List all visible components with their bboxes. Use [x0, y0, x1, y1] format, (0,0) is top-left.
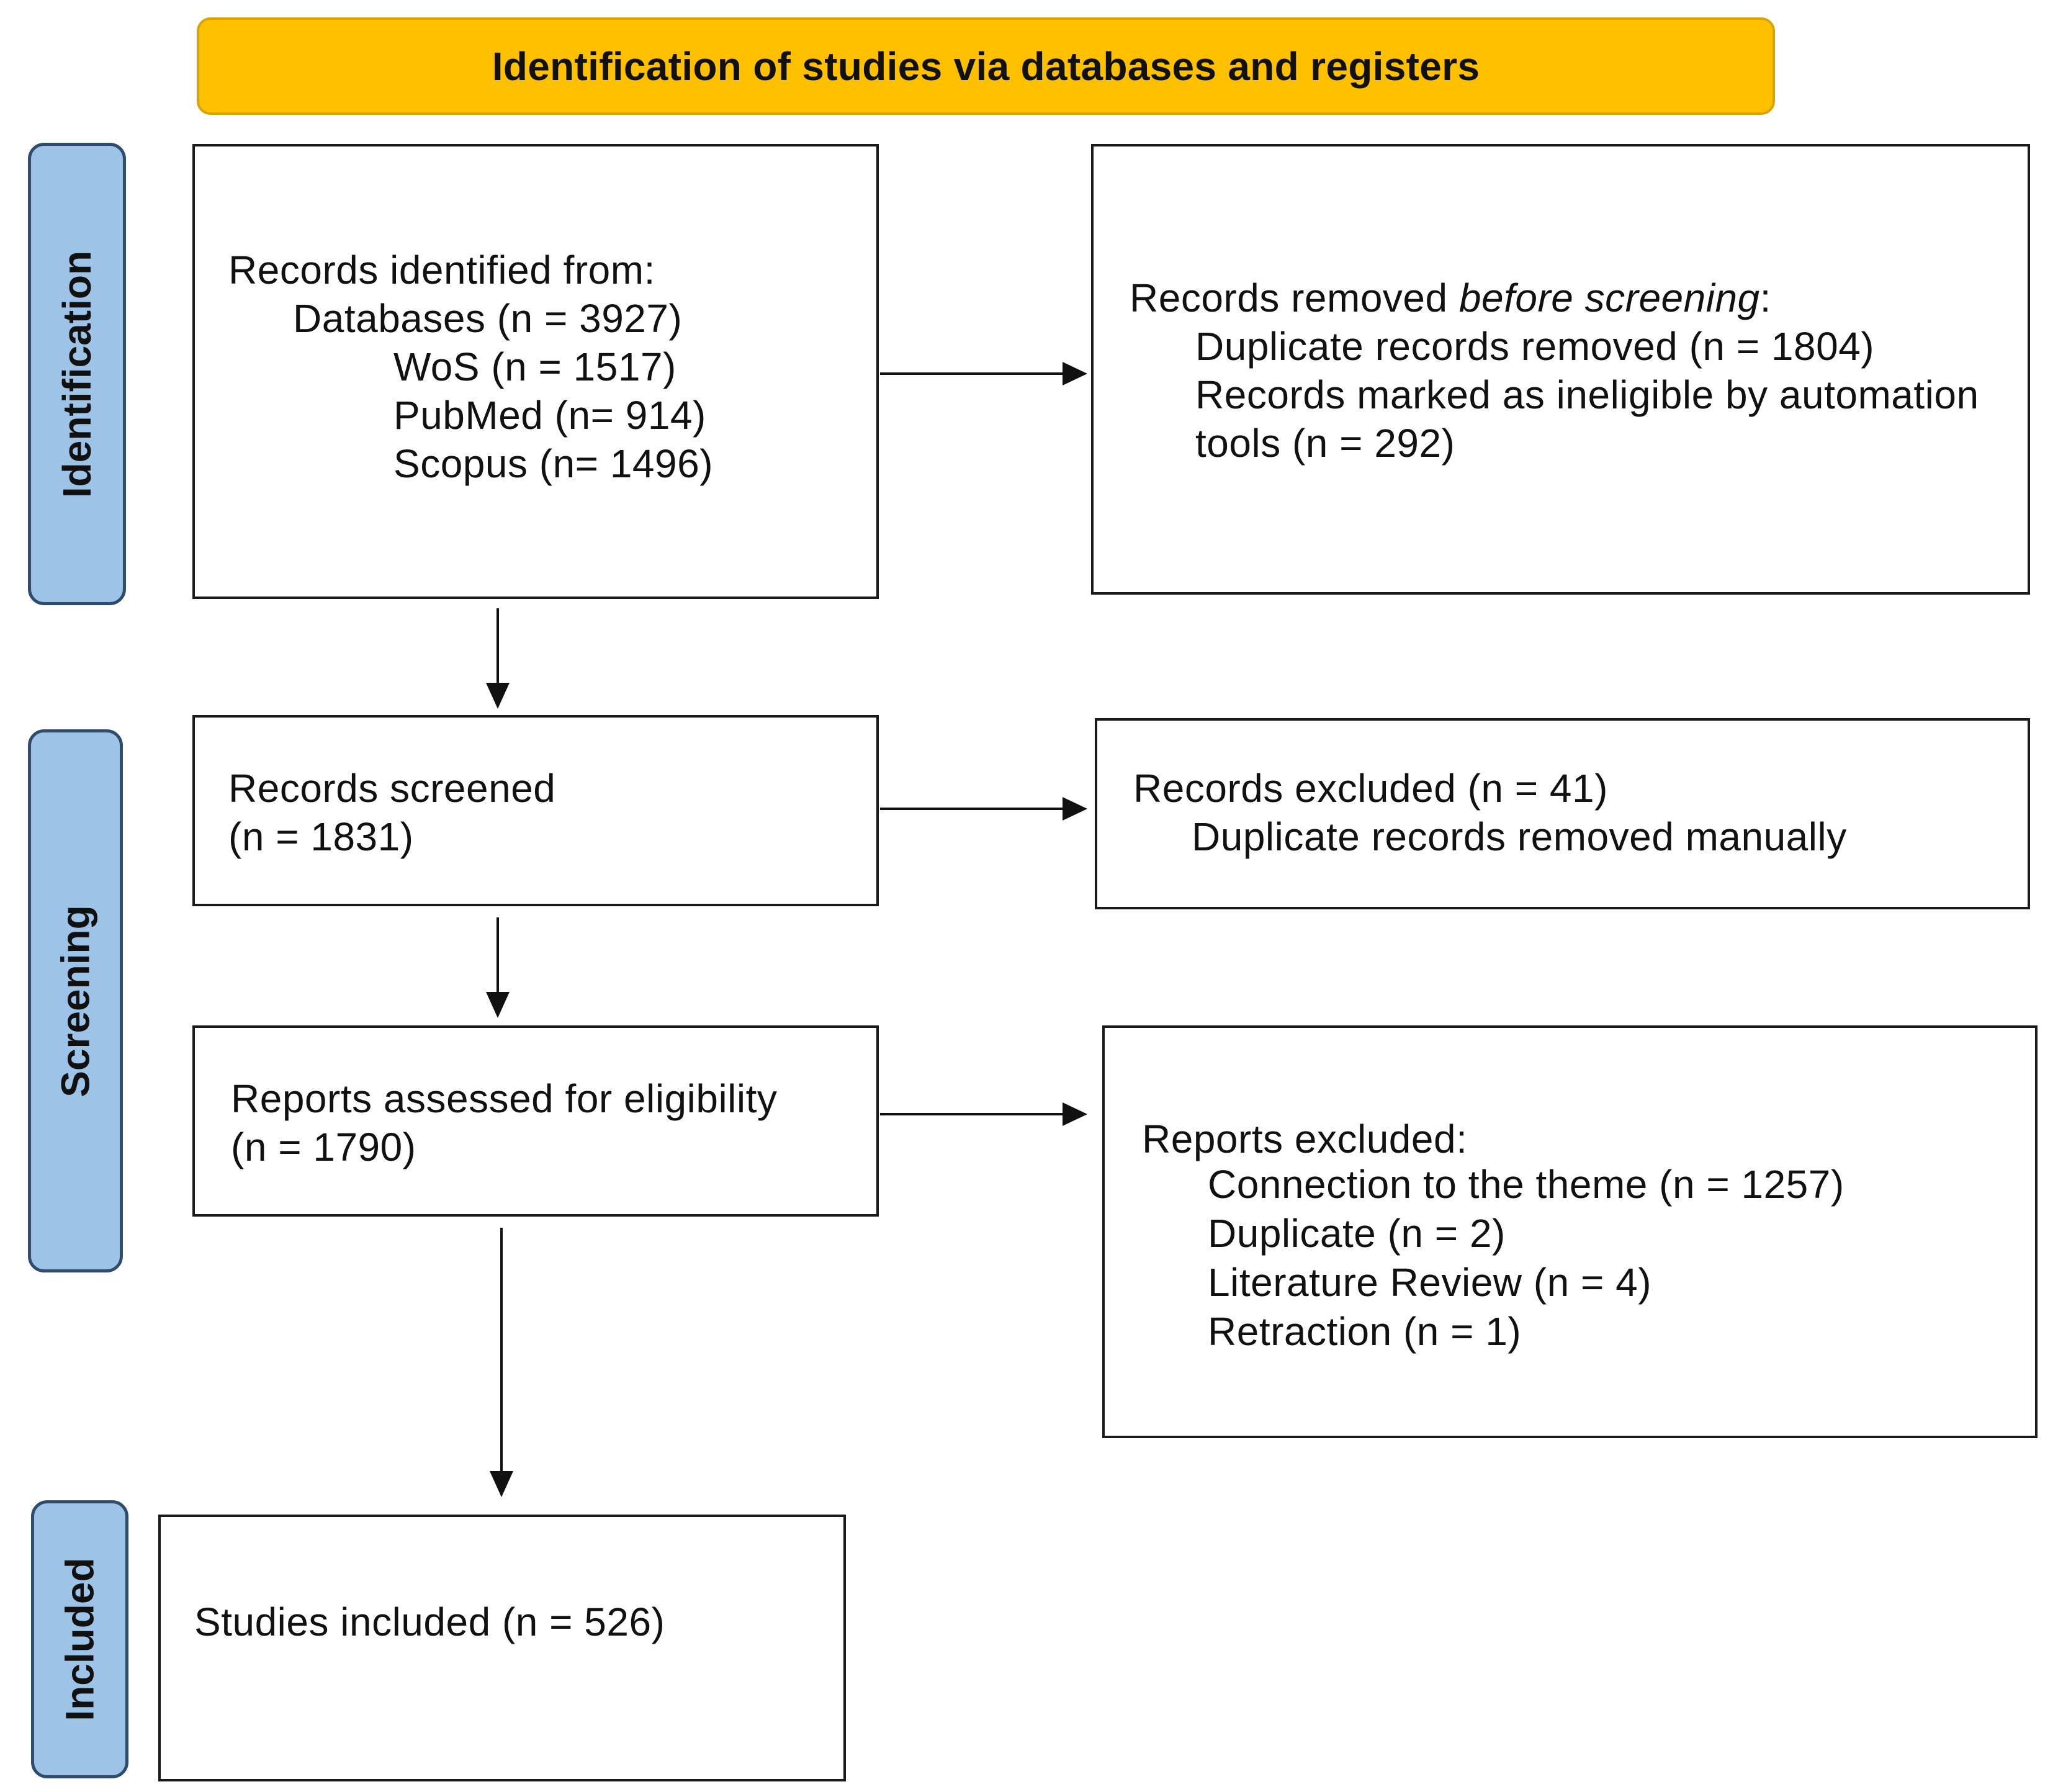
records-removed-heading: Records removed before screening: — [1130, 274, 1771, 322]
reports-excluded-heading: Reports excluded: — [1142, 1117, 1468, 1161]
duplicates-removed: Duplicate records removed (n = 1804) — [1195, 324, 1875, 369]
phase-included: Included — [31, 1500, 128, 1778]
arrowhead — [486, 992, 510, 1018]
reports-assessed-label: Reports assessed for eligibility — [231, 1076, 778, 1121]
records-identified-heading: Records identified from: — [228, 248, 655, 292]
header-banner: Identification of studies via databases … — [197, 17, 1775, 115]
records-excluded-label: Records excluded (n = 41) — [1133, 766, 1608, 811]
records-screened-label: Records screened — [228, 766, 556, 811]
records-identified-box: Records identified from: Databases (n = … — [192, 144, 879, 599]
arrowhead — [1063, 1102, 1087, 1126]
reports-assessed-box: Reports assessed for eligibility (n = 17… — [192, 1025, 879, 1217]
records-removed-heading-italic: before screening — [1458, 276, 1760, 320]
reports-assessed-count: (n = 1790) — [231, 1125, 416, 1169]
records-removed-heading-suffix: : — [1759, 276, 1771, 320]
reports-excluded-box: Reports excluded: Connection to the them… — [1102, 1025, 2038, 1438]
arrowhead — [1063, 362, 1087, 385]
records-screened-box: Records screened (n = 1831) — [192, 715, 879, 906]
arrowhead — [490, 1471, 513, 1497]
studies-included-box: Studies included (n = 526) — [158, 1515, 846, 1781]
records-excluded-box: Records excluded (n = 41) Duplicate reco… — [1095, 718, 2030, 909]
records-excluded-reason: Duplicate records removed manually — [1192, 814, 1847, 859]
automation-removed-line2: tools (n = 292) — [1195, 421, 1455, 466]
exclusion-reason: Duplicate (n = 2) — [1208, 1211, 1506, 1256]
wos-count: WoS (n = 1517) — [393, 344, 676, 389]
arrowhead — [486, 683, 510, 709]
phase-screening: Screening — [28, 729, 123, 1272]
studies-included-label: Studies included (n = 526) — [194, 1600, 665, 1644]
records-screened-count: (n = 1831) — [228, 814, 414, 859]
records-removed-box: Records removed before screening: Duplic… — [1091, 144, 2030, 595]
exclusion-reason: Retraction (n = 1) — [1208, 1309, 1522, 1354]
phase-identification: Identification — [28, 143, 126, 605]
exclusion-reason: Connection to the theme (n = 1257) — [1208, 1162, 1845, 1207]
records-removed-heading-prefix: Records removed — [1130, 276, 1459, 320]
exclusion-reason: Literature Review (n = 4) — [1208, 1260, 1652, 1305]
pubmed-count: PubMed (n= 914) — [393, 393, 706, 438]
databases-count: Databases (n = 3927) — [293, 296, 683, 341]
arrowhead — [1063, 797, 1087, 821]
automation-removed-line1: Records marked as ineligible by automati… — [1195, 372, 1979, 417]
header-title: Identification of studies via databases … — [492, 43, 1480, 89]
scopus-count: Scopus (n= 1496) — [393, 441, 713, 486]
